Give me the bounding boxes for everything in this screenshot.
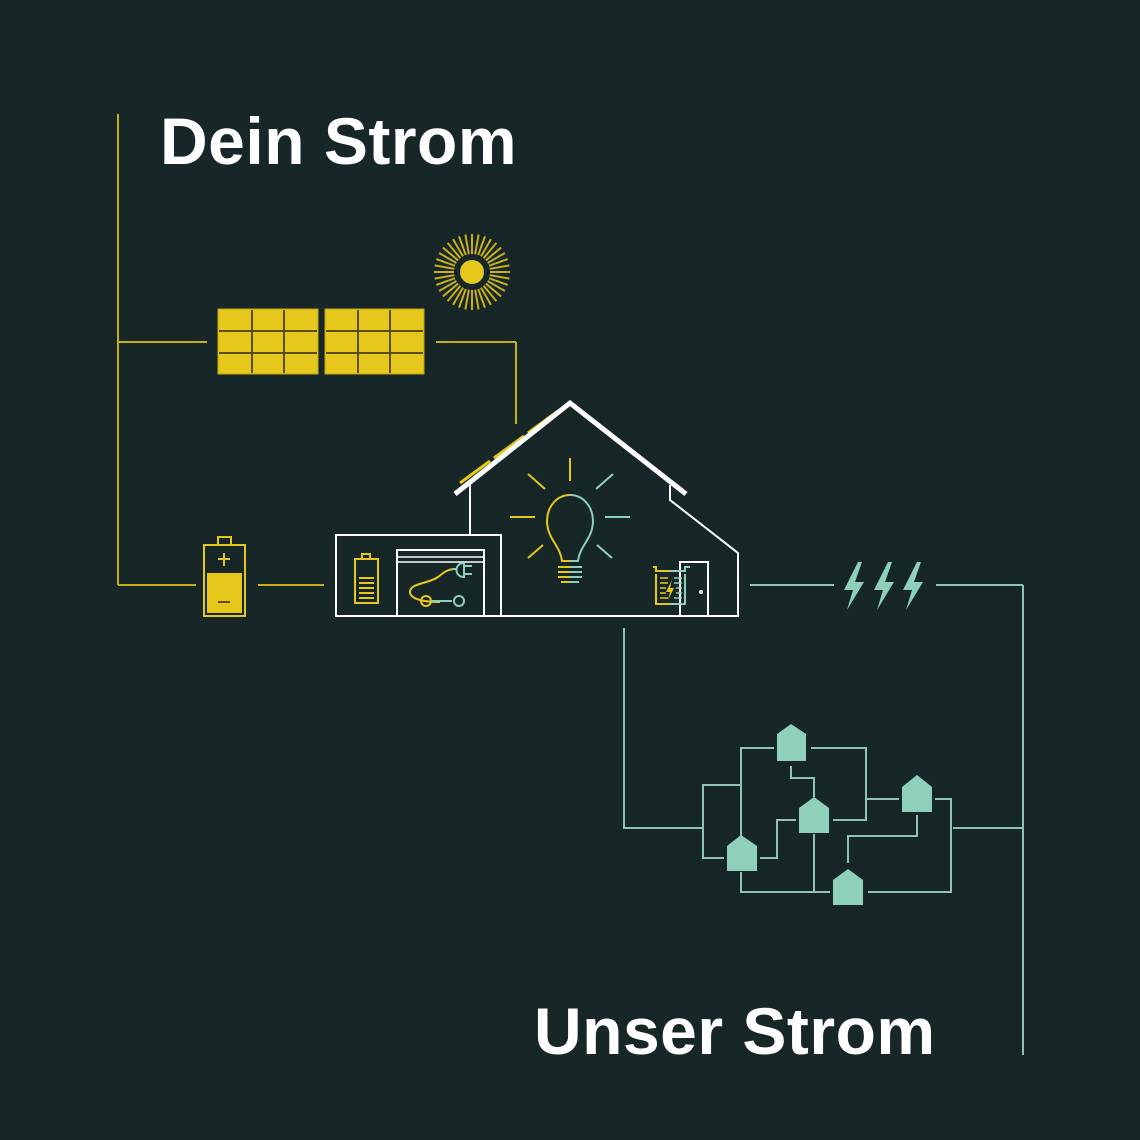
solar-panel-icon: [324, 308, 425, 375]
house-node: [833, 869, 863, 905]
battery-icon: [203, 536, 246, 617]
community-grid-network: [702, 747, 952, 893]
yellow-connector-lines: [117, 114, 517, 586]
heading-dein-strom: Dein Strom: [160, 104, 518, 178]
power-meter-icon: [653, 566, 690, 605]
sun-icon: [434, 234, 510, 310]
mint-connector-lines: [623, 584, 1024, 1055]
house-icon: [335, 399, 739, 617]
electric-car-charging-icon: [408, 561, 472, 607]
lightning-bolts-icon: [844, 562, 923, 610]
home-battery-icon: [354, 553, 379, 604]
house-node: [777, 724, 806, 761]
heading-unser-strom: Unser Strom: [534, 994, 936, 1068]
light-bulb-icon: [510, 458, 630, 583]
solar-panel-icon: [217, 308, 319, 375]
house-node: [727, 835, 757, 871]
house-node: [799, 797, 829, 833]
house-node: [902, 775, 932, 812]
